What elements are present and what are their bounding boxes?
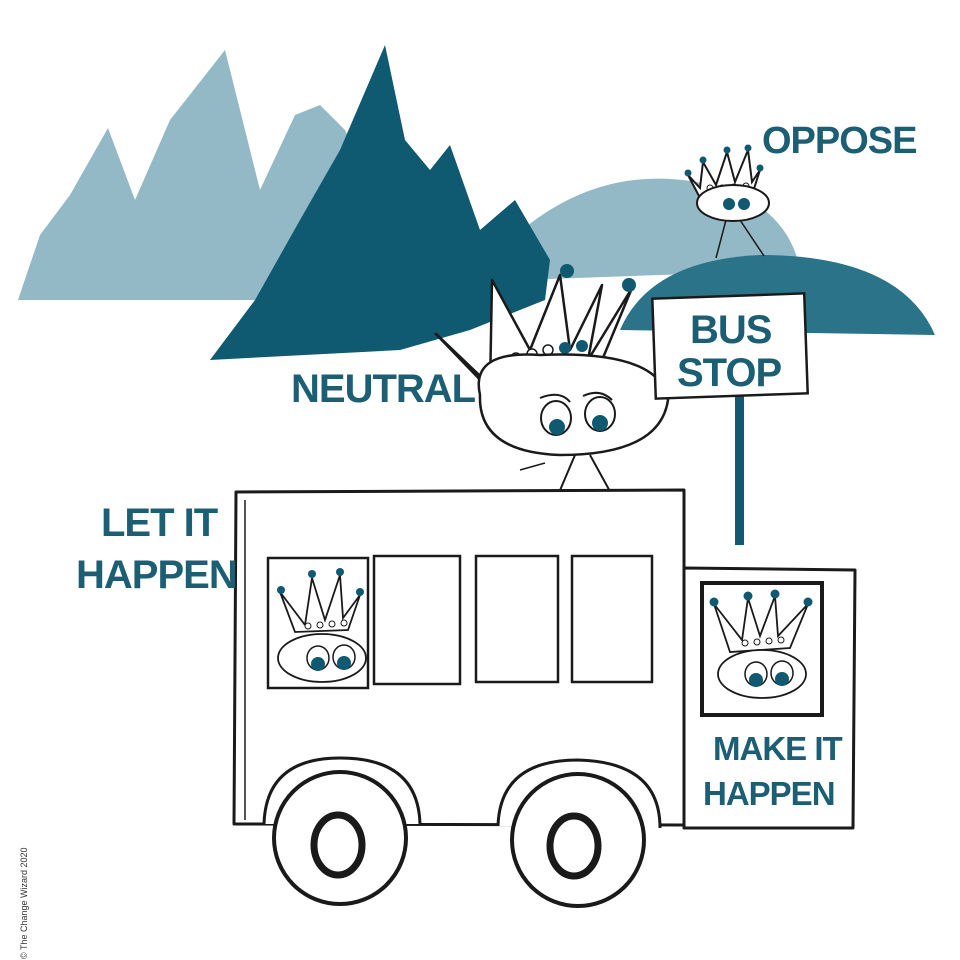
bus-window-2	[372, 554, 462, 686]
label-oppose: OPPOSE	[762, 120, 917, 162]
mountain-dark-range	[210, 45, 550, 360]
bus-window-3	[474, 554, 560, 684]
bus-window-4	[570, 554, 654, 684]
bus	[232, 488, 857, 908]
bus-stop-label-2: STOP	[677, 351, 782, 395]
passenger-character	[277, 568, 367, 683]
label-neutral: NEUTRAL	[291, 367, 476, 411]
bus-stop-sign	[651, 292, 809, 545]
label-let-it-happen-2: HAPPEN	[76, 553, 237, 597]
oppose-character	[684, 144, 770, 259]
bus-stop-label-1: BUS	[690, 308, 772, 352]
driver-character	[709, 589, 813, 699]
label-make-it-happen-1: MAKE IT	[713, 730, 843, 767]
label-make-it-happen-2: HAPPEN	[703, 775, 835, 812]
label-let-it-happen-1: LET IT	[101, 501, 218, 545]
copyright-text: © The Change Wizard 2020	[19, 847, 29, 959]
mountain-light-range	[18, 50, 380, 300]
neutral-character	[425, 264, 670, 496]
